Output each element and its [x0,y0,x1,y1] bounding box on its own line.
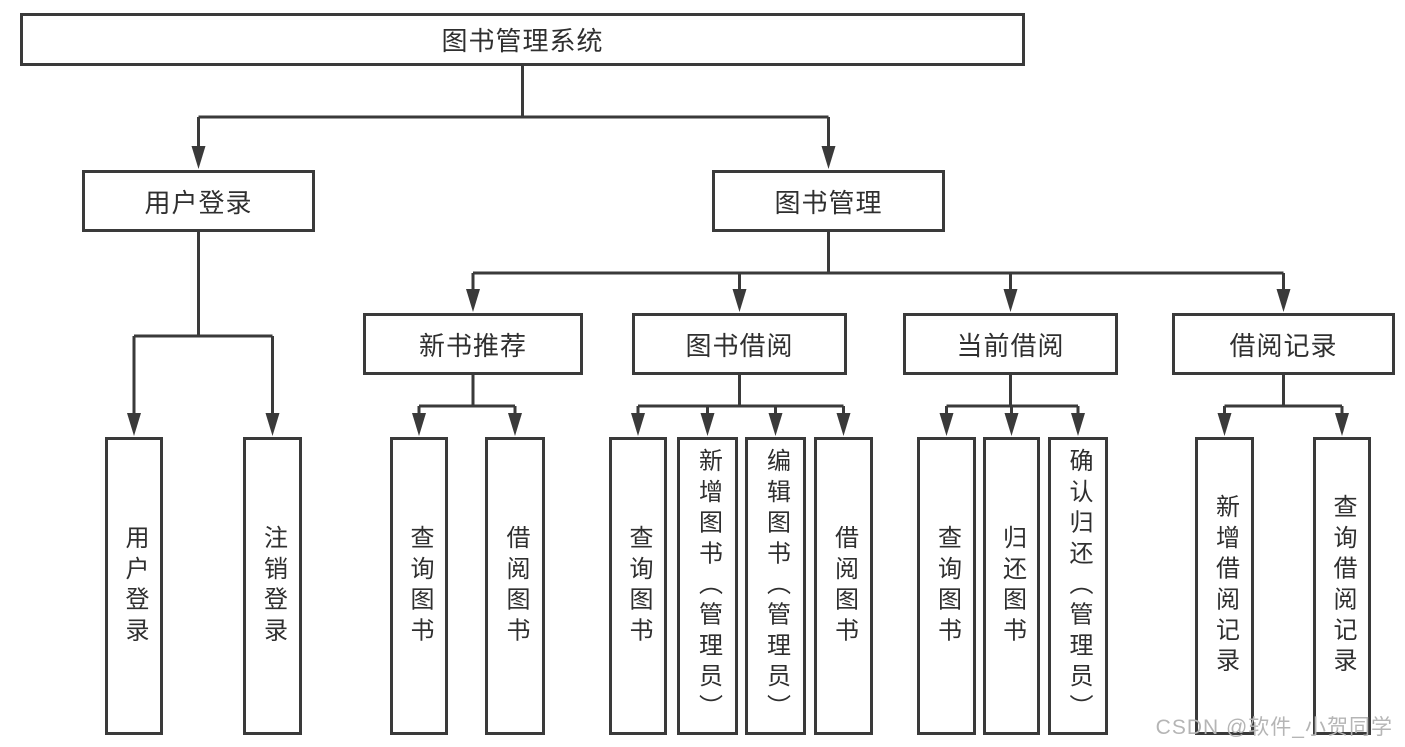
node-book-management: 图书管理 [712,170,945,232]
node-label: 借阅图书 [502,524,529,648]
node-label: 图书管理系统 [441,26,604,56]
node-label: 新增借阅记录 [1211,493,1239,679]
node-label: 当前借阅 [956,330,1065,361]
node-label: 查询图书 [625,524,652,648]
node-label: 图书借阅 [685,330,794,361]
leaf-query-books-recommend: 查询图书 [390,437,448,735]
node-user-login: 用户登录 [82,170,315,232]
node-new-book-recommend: 新书推荐 [363,313,583,375]
leaf-edit-book-admin: 编辑图书（管理员） [745,437,806,735]
leaf-user-login: 用户登录 [105,437,163,735]
node-label: 注销登录 [259,524,287,648]
node-label: 查询图书 [933,524,961,648]
leaf-return-book: 归还图书 [983,437,1040,735]
leaf-query-borrow-record: 查询借阅记录 [1313,437,1371,735]
arrowheads [127,146,1349,436]
node-label: 用户登录 [144,187,253,218]
leaf-borrow-books: 借阅图书 [814,437,873,735]
node-label: 图书管理 [774,187,883,218]
leaf-add-borrow-record: 新增借阅记录 [1195,437,1254,735]
leaf-query-books-current: 查询图书 [917,437,976,735]
leaf-query-books-borrow: 查询图书 [609,437,667,735]
node-borrowing-records: 借阅记录 [1172,313,1395,375]
node-library-system: 图书管理系统 [20,13,1025,66]
csdn-watermark: CSDN @软件_小贺同学 [1155,716,1393,739]
leaf-logout: 注销登录 [243,437,302,735]
node-label: 查询图书 [406,524,433,648]
node-label: 用户登录 [121,524,148,648]
node-book-borrowing: 图书借阅 [632,313,847,375]
node-label: 查询借阅记录 [1329,493,1356,679]
leaf-confirm-return-admin: 确认归还（管理员） [1048,437,1108,735]
node-label: 借阅图书 [830,524,858,648]
node-label: 新书推荐 [418,330,527,361]
node-label: 借阅记录 [1229,330,1338,361]
node-current-borrowing: 当前借阅 [903,313,1118,375]
node-label: 确认归还（管理员） [1065,447,1092,725]
node-label: 编辑图书（管理员） [762,447,790,725]
node-label: 新增图书（管理员） [694,447,722,725]
leaf-borrow-books-recommend: 借阅图书 [485,437,545,735]
leaf-add-book-admin: 新增图书（管理员） [677,437,738,735]
node-label: 归还图书 [998,524,1026,648]
